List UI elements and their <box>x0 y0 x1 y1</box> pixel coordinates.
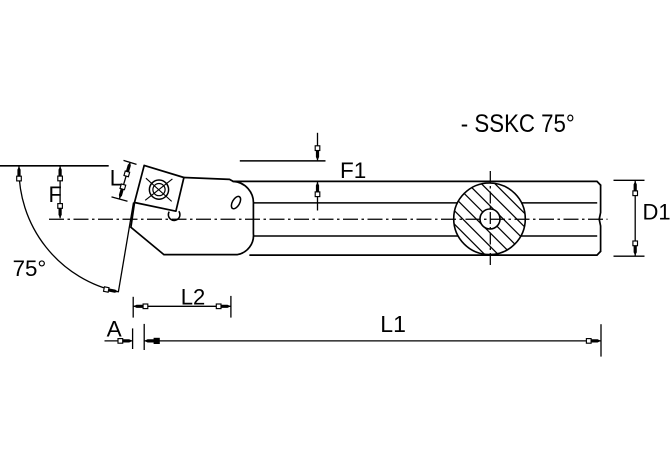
svg-text:F1: F1 <box>340 158 366 183</box>
svg-text:75°: 75° <box>13 256 47 281</box>
svg-text:A: A <box>107 316 123 341</box>
svg-text:L2: L2 <box>181 285 205 310</box>
svg-text:L1: L1 <box>380 311 406 337</box>
svg-text:- SSKC 75°: - SSKC 75° <box>461 110 575 138</box>
svg-text:L: L <box>110 165 122 190</box>
svg-text:D1: D1 <box>643 199 670 224</box>
svg-text:F: F <box>49 182 62 207</box>
